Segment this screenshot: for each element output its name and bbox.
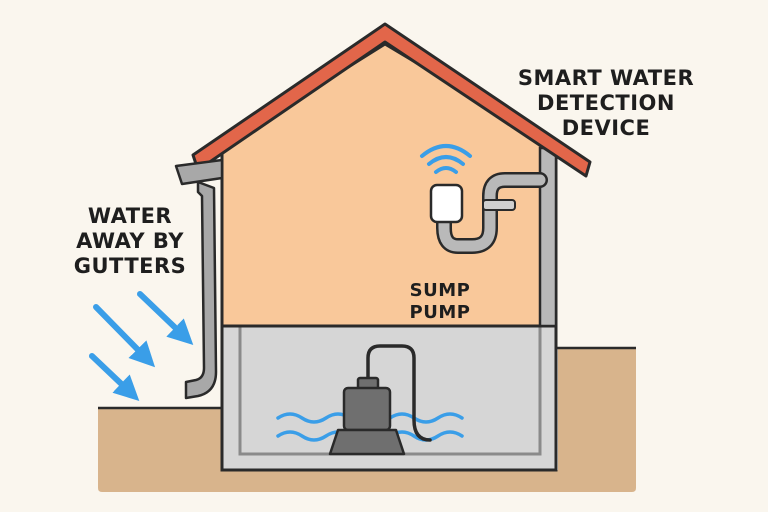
rain-arrow-1: [137, 291, 194, 345]
rain-arrow-icon: [89, 291, 194, 401]
downspout: [184, 180, 218, 400]
pump-base: [328, 428, 406, 456]
rain-arrow-3: [89, 353, 140, 401]
gutters-label-line: WATER: [87, 204, 173, 228]
plumbing-pipe: [438, 174, 546, 252]
pump-body: [342, 386, 392, 432]
wifi-signal-icon: [420, 144, 472, 174]
gutters-label-line: AWAY BY: [76, 229, 184, 254]
pump-cord: [366, 344, 432, 442]
smart-device-label-line: DEVICE: [561, 116, 651, 141]
gutters-label: WATER AWAY BY GUTTERS: [56, 204, 204, 280]
sump-pump: [328, 344, 432, 456]
rain-arrow-2: [93, 304, 156, 368]
sump-pump-label-line: PUMP: [409, 301, 471, 323]
gutter: [174, 158, 224, 186]
smart-device-label-line: DETECTION: [537, 91, 675, 116]
smart-device-label: SMART WATER DETECTION DEVICE: [508, 66, 704, 142]
smart-device-label-line: SMART WATER: [517, 66, 695, 90]
sump-pump-label-line: SUMP: [409, 280, 471, 301]
basement-outer-wall: [220, 326, 558, 472]
ground: [98, 348, 636, 492]
water-sensor-device: [429, 183, 464, 224]
gutters-label-line: GUTTERS: [73, 254, 187, 279]
sump-pump-label: SUMP PUMP: [390, 280, 490, 323]
pipe-coupling: [482, 199, 516, 211]
